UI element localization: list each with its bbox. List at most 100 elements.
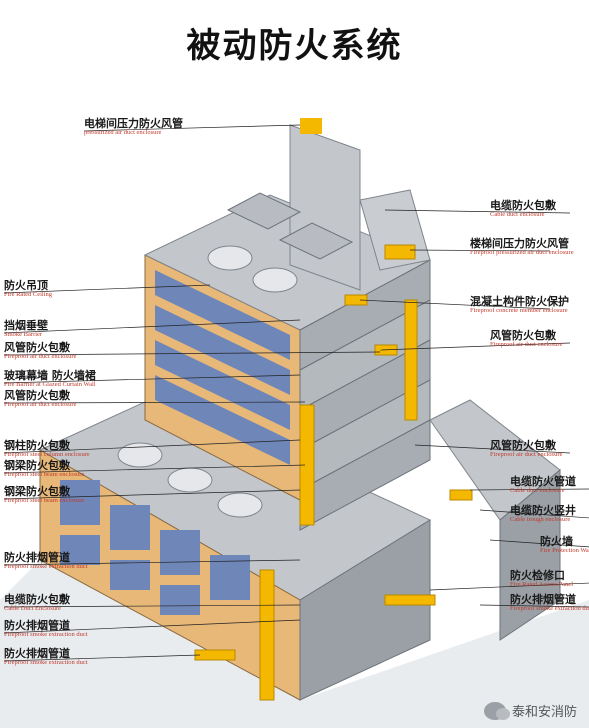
- callout-label-en: Fireproof air duct enclosure: [4, 401, 77, 408]
- roof-fans: [117, 245, 298, 518]
- leader-line: [3, 374, 301, 384]
- callout-label-zh: 玻璃幕墙 防火墙裙: [4, 369, 96, 382]
- callout-label-zh: 风管防火包敷: [490, 329, 556, 342]
- callout-label-zh: 挡烟垂壁: [4, 319, 48, 332]
- leader-line: [3, 654, 201, 662]
- callout-label-en: Fireproof steel column enclosure: [4, 451, 90, 458]
- callout-label-en: pressurized air duct enclosure: [84, 129, 162, 136]
- callout-label-zh: 钢梁防火包敷: [4, 459, 70, 472]
- callout-label-zh: 钢梁防火包敷: [4, 485, 70, 498]
- callout-label-zh: 防火墙: [540, 535, 573, 548]
- callout-label-en: Fireproof air duct enclosure: [490, 451, 563, 458]
- callout-label-en: Fire Protection Wall: [540, 547, 589, 554]
- leader-line: [469, 488, 589, 491]
- leader-line: [3, 401, 306, 404]
- callout-label-en: Cable trough enclosure: [510, 516, 571, 523]
- callout-label-en: Fireproof concrete member enclosure: [470, 307, 568, 314]
- callout-label-en: Fireproof smoke extraction duct: [4, 631, 88, 638]
- tower-windows: [155, 270, 290, 465]
- leader-line: [479, 509, 589, 519]
- callout-label-en: Fireproof steel beam enclosure: [4, 471, 85, 478]
- leader-line: [3, 351, 381, 356]
- leader-line: [3, 604, 301, 608]
- rooftop-box: [226, 192, 302, 230]
- callout-label-en: Cable duct enclosure: [490, 211, 545, 218]
- leader-line: [3, 559, 301, 566]
- fireproof-enclosures: [194, 244, 473, 701]
- watermark-text: 泰和安消防: [511, 705, 577, 720]
- leader-line: [3, 619, 301, 634]
- callout-label-en: Fireproof air duct enclosure: [4, 353, 77, 360]
- callout-label-zh: 楼梯间压力防火风管: [470, 237, 569, 250]
- leader-line: [3, 489, 301, 500]
- leader-line: [409, 249, 551, 252]
- leader-line: [3, 319, 301, 334]
- rooftop-box: [278, 222, 354, 260]
- callout-label-en: Fire Rated Ceiling: [4, 291, 53, 298]
- callout-label-zh: 钢柱防火包敷: [4, 439, 70, 452]
- callout-label-en: Fireproof smoke extraction duct: [4, 659, 88, 666]
- leader-line: [384, 209, 571, 214]
- leader-line: [429, 582, 589, 591]
- leader-line: [83, 124, 301, 132]
- leader-line: [414, 444, 571, 454]
- leader-line: [3, 439, 301, 454]
- callout-label-zh: 电缆防火竖井: [510, 504, 576, 517]
- callout-label-zh: 防火排烟管道: [510, 593, 576, 606]
- podium-cutaway: [299, 519, 431, 701]
- leader-line: [479, 604, 589, 608]
- leader-lines: [3, 124, 589, 662]
- callout-label-zh: 风管防火包敷: [4, 341, 70, 354]
- leader-line: [359, 299, 551, 310]
- callout-label-en: Smoke Barrier: [4, 331, 43, 338]
- tower-floors: [299, 259, 431, 531]
- callout-label-en: Fire Rated Access Panel: [510, 581, 573, 588]
- callout-label-zh: 防火排烟管道: [4, 619, 70, 632]
- wechat-icon: [483, 701, 510, 720]
- callout-label-en: Fire Barrier at Glazed Curtain Wall: [4, 381, 96, 388]
- callout-label-zh: 电缆防火包敷: [4, 593, 70, 606]
- callout-label-zh: 风管防火包敷: [490, 439, 556, 452]
- callout-label-en: Fireproof smoke extraction duct: [4, 563, 88, 570]
- callout-label-en: Cable duct enclosure: [510, 487, 565, 494]
- callout-label-en: Fireproof steel beam enclosure: [4, 497, 85, 504]
- ground: [0, 560, 589, 728]
- callout-label-en: Fireproof pressurized air duct enclosure: [470, 249, 574, 256]
- callout-label-en: Fireproof smoke extraction duct: [510, 605, 589, 612]
- callout-label-zh: 风管防火包敷: [4, 389, 70, 402]
- callout-label-zh: 混凝土构件防火保护: [470, 295, 569, 308]
- callout-label-zh: 防火吊顶: [4, 279, 48, 292]
- callout-label-zh: 防火排烟管道: [4, 647, 70, 660]
- watermark: 泰和安消防: [483, 701, 577, 720]
- callout-label-zh: 防火检修口: [510, 569, 565, 582]
- podium-windows: [60, 480, 250, 615]
- leader-line: [3, 464, 306, 474]
- callout-label-zh: 电梯间压力防火风管: [84, 117, 183, 130]
- callout-label-zh: 电缆防火管道: [510, 475, 576, 488]
- leader-line: [379, 342, 571, 351]
- callout-label-en: Cable Duct Enclosure: [4, 605, 62, 612]
- callout-label-zh: 电缆防火包敷: [490, 199, 556, 212]
